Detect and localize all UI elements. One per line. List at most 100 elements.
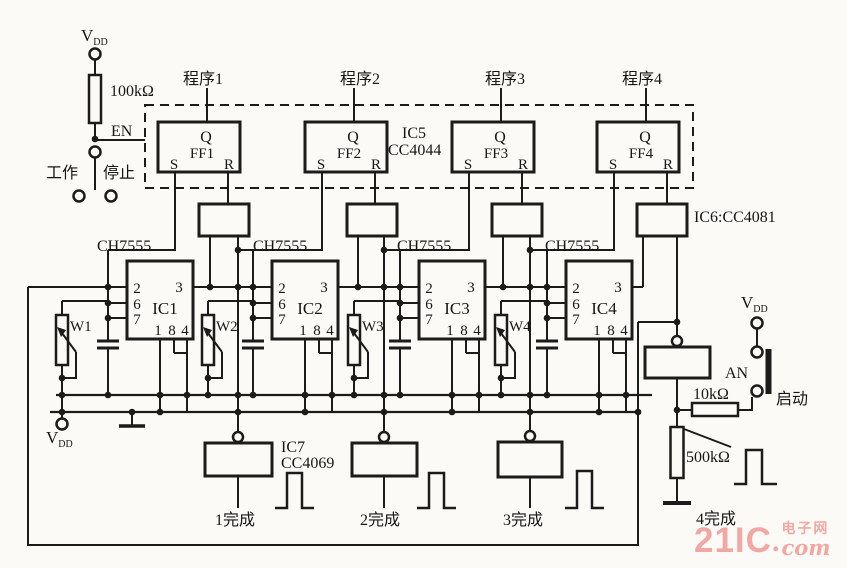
ic1-pin1: 1 — [154, 323, 162, 339]
ic5-label-line1: IC5 — [402, 125, 426, 142]
watermark-cn-text: 电子网 — [781, 522, 830, 537]
ff3-s-pin: S — [464, 157, 472, 173]
ic7-label-line1: IC7 — [281, 439, 305, 456]
ff2-box — [303, 120, 389, 174]
timer-stage-1 — [54, 250, 195, 431]
ic3-pin6: 6 — [425, 297, 433, 313]
ch7555-label-3: CH7555 — [397, 238, 451, 255]
ff4-block — [530, 120, 681, 251]
ff4-r-pin: R — [663, 157, 673, 173]
done4-label: 4完成 — [696, 510, 736, 528]
done2-label: 2完成 — [360, 511, 400, 529]
watermark-dot: . — [771, 525, 780, 558]
inverter3-box — [496, 440, 564, 479]
capacitor1-icon — [97, 339, 119, 350]
ic1-pin3: 3 — [175, 280, 183, 296]
pulse3-icon — [565, 469, 604, 510]
work-terminal-icon — [72, 189, 86, 203]
ic4-pin8: 8 — [607, 323, 615, 339]
w1-wiper-arrow-icon — [57, 327, 66, 337]
ff4-s-pin: S — [609, 157, 617, 173]
ff2-block — [238, 120, 389, 251]
stop-label: 停止 — [103, 164, 135, 182]
ff4-q-pin: Q — [639, 129, 651, 146]
resistor-100k-icon — [87, 73, 103, 125]
resistor-10k-icon — [690, 401, 740, 418]
bus-wires — [50, 393, 652, 414]
pot-w3-label: W3 — [362, 319, 384, 335]
ff1-q-pin: Q — [200, 129, 212, 146]
done1-label: 1完成 — [215, 511, 255, 529]
feedback-loop-wire — [27, 287, 639, 546]
ic4-pin2: 2 — [572, 281, 580, 297]
label-leader-line — [683, 428, 732, 448]
ic2-pin8: 8 — [313, 323, 321, 339]
and-gate-3 — [490, 202, 544, 431]
program4-label: 程序4 — [622, 70, 662, 88]
ff3-q-pin: Q — [494, 129, 506, 146]
ff2-r-pin: R — [371, 157, 381, 173]
ff2-s-pin: S — [317, 157, 325, 173]
start-label: 启动 — [776, 390, 808, 408]
and-gate-2 — [345, 202, 399, 431]
button-contact-top-icon — [750, 345, 764, 359]
ff4-box — [595, 120, 681, 174]
ic1-name: IC1 — [152, 299, 178, 318]
ic3-pin3: 3 — [467, 280, 475, 296]
pot-w2-label: W2 — [216, 319, 238, 335]
inverter-2 — [350, 430, 419, 508]
ic1-pin6: 6 — [133, 297, 141, 313]
ic3-pin2: 2 — [425, 281, 433, 297]
ic4-pin6: 6 — [572, 297, 580, 313]
vdd-label-top-left: VDD — [81, 26, 108, 48]
resistor-500k-label: 500kΩ — [686, 449, 730, 466]
vdd-terminal-bottom-icon — [55, 417, 69, 431]
vdd-terminal-icon — [88, 47, 102, 61]
inverter2-box — [350, 441, 419, 478]
inverter-4 — [643, 334, 712, 410]
inverter4-box — [643, 345, 712, 380]
capacitor4-icon — [536, 339, 558, 350]
ff3-name: FF3 — [484, 146, 508, 162]
vdd-terminal-right-icon — [750, 316, 764, 330]
capacitor2-icon — [242, 339, 264, 350]
ic4-pin4: 4 — [620, 323, 628, 339]
pulse2-icon — [417, 471, 456, 510]
w4-wiper-arrow-icon — [496, 327, 505, 337]
ic3-pin8: 8 — [460, 323, 468, 339]
ic1-pin2: 2 — [133, 281, 141, 297]
program2-label: 程序2 — [340, 70, 380, 88]
w2-wiper-arrow-icon — [203, 327, 212, 337]
ff4-name: FF4 — [629, 146, 654, 162]
pulse4-icon — [734, 448, 777, 486]
ic3-name: IC3 — [444, 299, 470, 318]
program1-label: 程序1 — [183, 70, 223, 88]
program3-label: 程序3 — [485, 70, 525, 88]
ff3-r-pin: R — [518, 157, 528, 173]
vdd-label-bottom-left: VDD — [46, 428, 73, 450]
ic2-pin1: 1 — [299, 323, 307, 339]
inverter-1 — [203, 430, 274, 508]
ff1-box — [156, 120, 242, 174]
and3-box — [490, 202, 544, 238]
work-label: 工作 — [46, 164, 78, 182]
vdd-label-right: VDD — [741, 293, 768, 315]
ic3-pin7: 7 — [425, 312, 433, 328]
ch7555-label-4: CH7555 — [545, 238, 599, 255]
ic6-label: IC6:CC4081 — [694, 209, 776, 226]
work-stop-switch — [72, 145, 118, 203]
pulse1-icon — [275, 471, 314, 510]
and4-box — [635, 202, 689, 238]
ic4-pin7: 7 — [572, 312, 580, 328]
resistor-10k-label: 10kΩ — [693, 386, 729, 403]
inverter4-bubble-icon — [670, 334, 684, 348]
timer-stage-2 — [200, 250, 340, 412]
watermark-com-text: com — [781, 535, 831, 560]
ic1-pin7: 7 — [133, 312, 141, 328]
ic4-pin3: 3 — [614, 280, 622, 296]
and-gate-1 — [197, 202, 251, 431]
ff3-box — [450, 120, 536, 174]
ic1-pin4: 4 — [181, 323, 189, 339]
watermark-big-text: 21IC — [694, 521, 772, 560]
